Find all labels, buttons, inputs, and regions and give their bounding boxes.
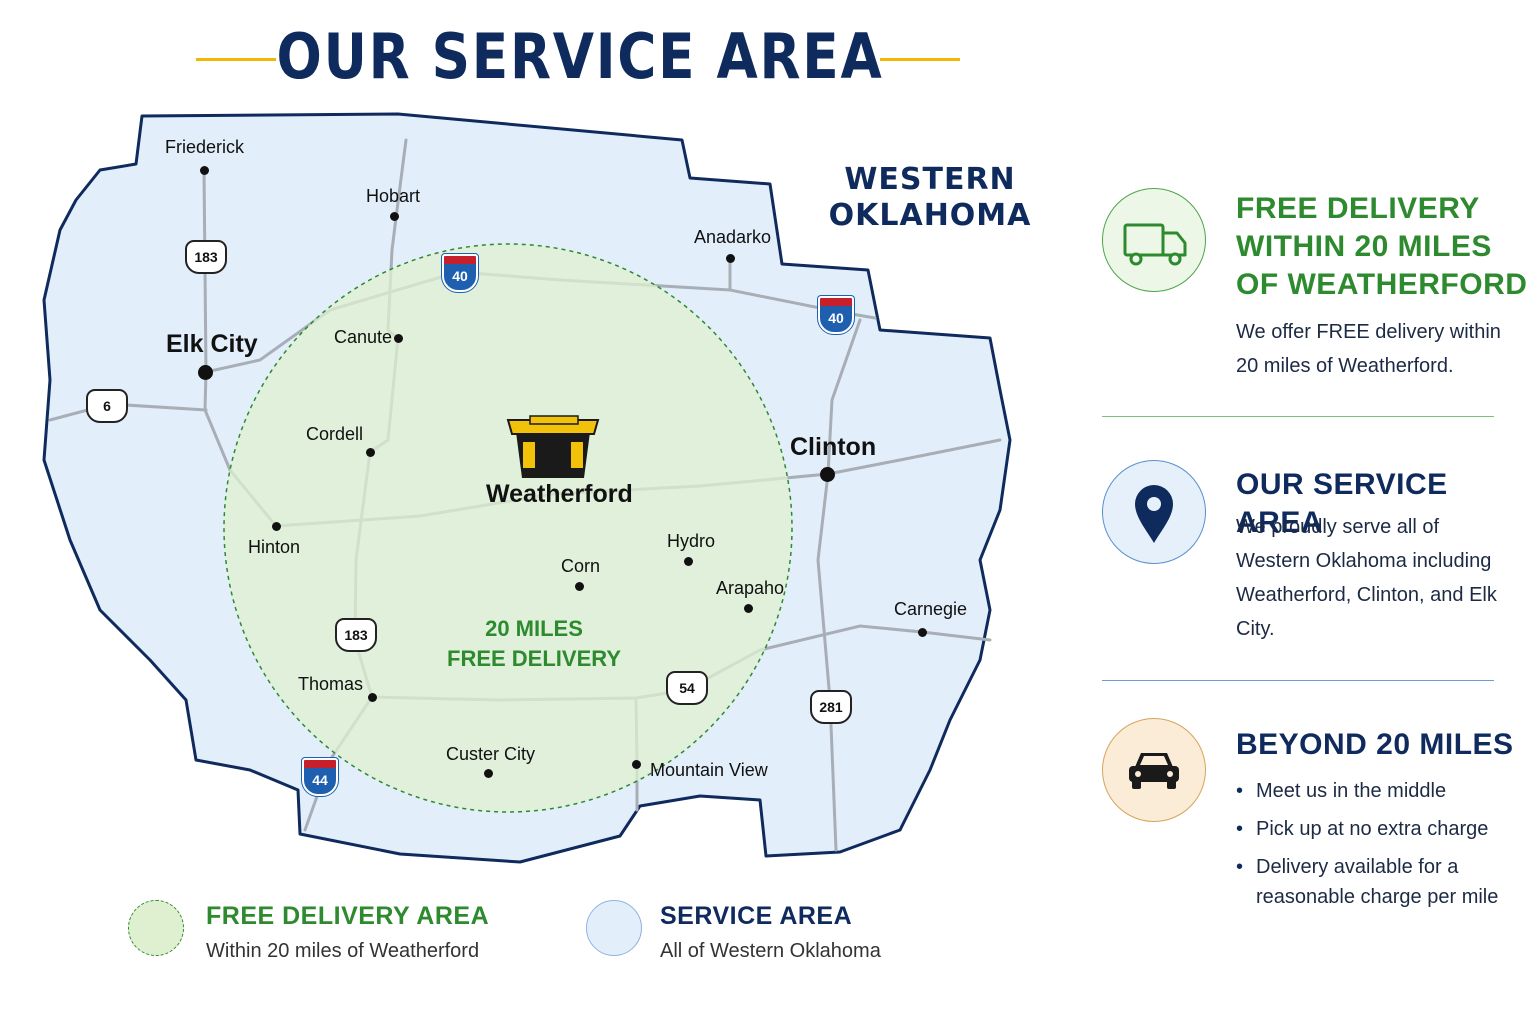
town-dot-cordell: [366, 448, 375, 457]
town-dot-canute: [394, 334, 403, 343]
town-label-hobart: Hobart: [366, 186, 421, 206]
town-label-cordell: Cordell: [306, 424, 364, 444]
region-label-text: WESTERN OKLAHOMA: [828, 162, 1032, 233]
town-label-clinton: Clinton: [790, 433, 877, 461]
service-area-text: We proudly serve all of Western Oklahoma…: [1236, 516, 1497, 640]
town-dot-hydro: [684, 557, 693, 566]
town-dot-friederick: [200, 166, 209, 175]
town-dot-clinton: [820, 467, 835, 482]
circle-label-line2: FREE DELIVERY: [447, 646, 621, 671]
free-delivery-title-line2: WITHIN 20 MILES: [1236, 230, 1492, 263]
town-label-corn: Corn: [561, 556, 601, 576]
town-dot-mountain-view: [632, 760, 641, 769]
circle-label-line1: 20 MILES: [485, 616, 583, 641]
free-delivery-circle: [223, 243, 793, 813]
service-area-legend-title: SERVICE AREA: [660, 902, 853, 930]
service-area-legend-swatch: [586, 900, 642, 956]
town-label-anadarko: Anadarko: [694, 227, 772, 247]
beyond-bullet-list: Meet us in the middle Pick up at no extr…: [1236, 776, 1526, 920]
service-area-title: OUR SERVICE AREA: [1236, 468, 1448, 539]
town-dot-hinton: [272, 522, 281, 531]
town-label-weatherford: Weatherford: [486, 480, 633, 508]
town-label-carnegie: Carnegie: [894, 599, 968, 619]
title-rule-left: [196, 58, 276, 61]
town-dot-anadarko: [726, 254, 735, 263]
town-dot-arapaho: [744, 604, 753, 613]
i-44-shield: 44: [302, 758, 338, 796]
town-label-hinton: Hinton: [248, 537, 301, 557]
us-6-shield: 6: [86, 389, 128, 423]
divider-green: [1102, 416, 1494, 417]
town-label-thomas: Thomas: [298, 674, 364, 694]
free-delivery-legend-title: FREE DELIVERY AREA: [206, 902, 490, 930]
town-label-mountain-view: Mountain View: [650, 760, 768, 780]
town-dot-corn: [575, 582, 584, 591]
free-delivery-circle-label: 20 MILES FREE DELIVERY: [420, 614, 648, 674]
free-delivery-legend-swatch: [128, 900, 184, 956]
beyond-bullet: Pick up at no extra charge: [1236, 814, 1526, 844]
truck-icon: [1102, 188, 1206, 292]
service-area-legend-subtitle: All of Western Oklahoma: [660, 940, 881, 962]
us-183-south-shield: 183: [335, 618, 377, 652]
us-183-north-shield: 183: [185, 240, 227, 274]
free-delivery-text: We offer FREE delivery within 20 miles o…: [1236, 321, 1501, 377]
town-label-hydro: Hydro: [667, 531, 716, 551]
free-delivery-title-line3: OF WEATHERFORD: [1236, 268, 1528, 301]
town-dot-thomas: [368, 693, 377, 702]
car-icon: [1102, 718, 1206, 822]
free-delivery-legend-subtitle: Within 20 miles of Weatherford: [206, 940, 480, 962]
beyond-bullet: Meet us in the middle: [1236, 776, 1526, 806]
town-label-custer-city: Custer City: [446, 744, 536, 764]
town-dot-carnegie: [918, 628, 927, 637]
town-dot-elk-city: [198, 365, 213, 380]
region-label: WESTERN OKLAHOMA: [820, 162, 1040, 234]
town-dot-hobart: [390, 212, 399, 221]
town-label-arapaho: Arapaho: [716, 578, 785, 598]
town-label-friederick: Friederick: [165, 137, 245, 157]
free-delivery-title: FREE DELIVERY WITHIN 20 MILES OF WEATHER…: [1236, 190, 1527, 304]
town-dot-custer-city: [484, 769, 493, 778]
us-54-shield: 54: [666, 671, 708, 705]
i-40-west-shield: 40: [442, 254, 478, 292]
town-label-elk-city: Elk City: [166, 330, 258, 358]
town-label-canute: Canute: [334, 327, 393, 347]
storage-tote-icon: [506, 415, 600, 478]
us-281-shield: 281: [810, 690, 852, 724]
divider-blue: [1102, 680, 1494, 681]
beyond-bullet: Delivery available for a reasonable char…: [1236, 852, 1526, 912]
title-rule-right: [880, 58, 960, 61]
free-delivery-title-line1: FREE DELIVERY: [1236, 192, 1480, 225]
map-pin-icon: [1102, 460, 1206, 564]
i-40-east-shield: 40: [818, 296, 854, 334]
page-title: OUR SERVICE AREA: [276, 20, 884, 93]
beyond-title: BEYOND 20 MILES: [1236, 728, 1514, 761]
